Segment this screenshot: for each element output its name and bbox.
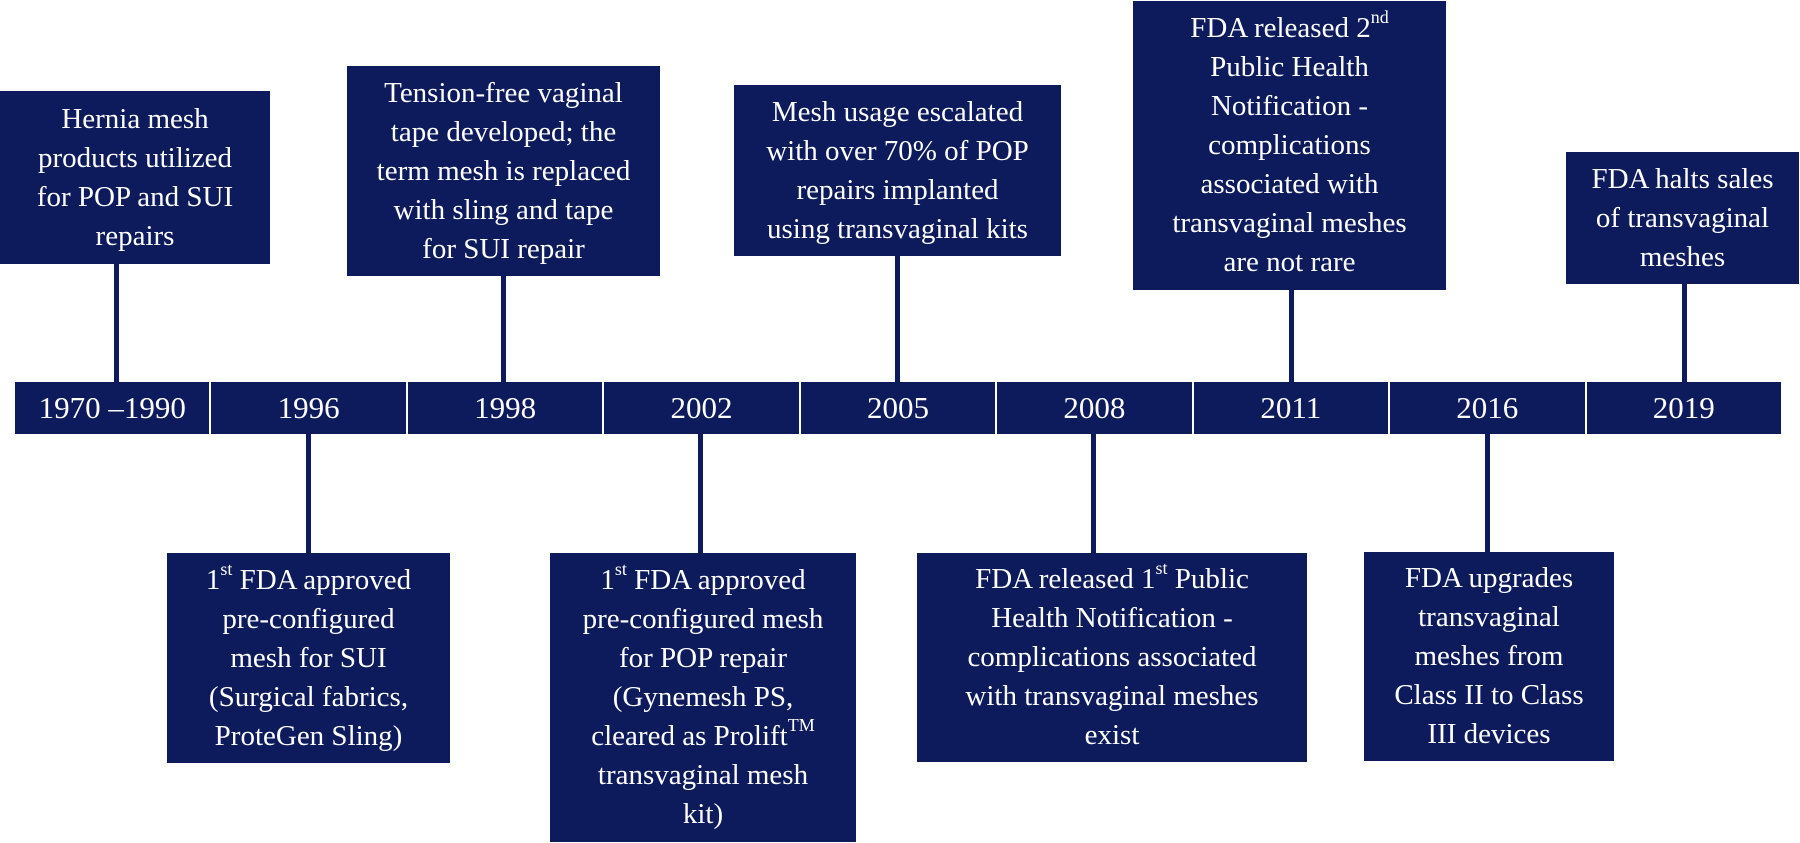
event-1970-line-1: Hernia mesh [61,102,209,135]
event-1998-line-4: with sling and tape [393,193,614,226]
event-2008-line-1: FDA released 1st Public [975,558,1249,595]
year-2011: 2011 [1194,382,1391,434]
event-1996-line-1: 1st FDA approved [205,558,412,596]
connector-1998 [501,276,506,382]
event-1996: 1st FDA approved pre-configured mesh for… [167,553,450,763]
connector-2008 [1091,434,1096,553]
event-2011-line-3: Notification - [1210,90,1369,122]
connector-2019 [1682,284,1687,382]
event-1998-line-1: Tension-free vaginal [384,76,623,109]
event-2011-line-7: are not rare [1223,246,1356,278]
event-2002-line-5: cleared as ProliftTM [591,715,815,752]
event-1996-line-4: (Surgical fabrics, [208,680,409,713]
event-1998-line-5: for SUI repair [422,232,585,265]
event-2002-line-1: 1st FDA approved [600,559,806,596]
event-2005-line-1: Mesh usage escalated [771,95,1024,128]
event-2005-line-4: using transvaginal kits [767,212,1028,245]
event-2005: Mesh usage escalated with over 70% of PO… [734,85,1061,256]
year-1998: 1998 [408,382,605,434]
event-2011-line-1: FDA released 2nd [1190,7,1389,44]
connector-2005 [895,256,900,382]
connector-2011 [1289,290,1294,382]
event-2005-line-3: repairs implanted [796,173,999,206]
event-2008: FDA released 1st Public Health Notificat… [917,553,1307,762]
event-2008-line-5: exist [1084,719,1140,751]
connector-2016 [1485,434,1490,552]
event-1970-1990: Hernia mesh products utilized for POP an… [0,91,270,264]
event-2011-line-5: associated with [1200,168,1379,200]
event-2002-line-3: for POP repair [618,642,788,674]
event-2019-line-1: FDA halts sales [1591,162,1774,195]
event-2005-line-2: with over 70% of POP [766,134,1029,167]
connector-1970 [114,264,119,382]
year-2002: 2002 [604,382,801,434]
event-2002: 1st FDA approved pre-configured mesh for… [550,553,856,842]
year-1996: 1996 [211,382,408,434]
event-2008-line-3: complications associated [967,641,1257,673]
event-1970-line-2: products utilized [37,141,233,174]
event-2016-line-5: III devices [1427,718,1551,750]
year-2016: 2016 [1390,382,1587,434]
event-1996-line-2: pre-configured [222,602,395,635]
event-2016-line-4: Class II to Class [1394,679,1584,711]
event-2008-line-2: Health Notification - [991,602,1233,634]
event-2019-line-2: of transvaginal [1595,201,1770,234]
event-2019-line-3: meshes [1639,240,1726,273]
year-1970-1990: 1970 –1990 [15,382,212,434]
year-2019: 2019 [1652,390,1715,425]
event-2016-line-1: FDA upgrades [1404,562,1574,594]
year-2005: 2005 [801,382,998,434]
event-2016: FDA upgrades transvaginal meshes from Cl… [1364,552,1614,761]
event-1998: Tension-free vaginal tape developed; the… [347,66,660,276]
event-2002-line-2: pre-configured mesh [582,603,824,635]
event-2019: FDA halts sales of transvaginal meshes [1566,152,1799,284]
event-2016-line-3: meshes from [1414,640,1564,672]
event-1970-line-4: repairs [95,219,175,252]
event-2008-line-4: with transvaginal meshes [965,680,1259,712]
event-1996-line-3: mesh for SUI [230,641,387,674]
year-2008: 2008 [997,382,1194,434]
event-2011: FDA released 2nd Public Health Notificat… [1133,1,1446,290]
event-1970-line-3: for POP and SUI [36,180,234,213]
connector-1996 [306,434,311,553]
event-2011-line-2: Public Health [1210,51,1369,83]
timeline-bar: 1970 –1990 1996 1998 2002 2005 2008 2011… [15,382,1781,434]
event-2011-line-6: transvaginal meshes [1172,207,1407,239]
event-1998-line-3: term mesh is replaced [376,154,631,187]
event-2011-line-4: complications [1208,129,1371,161]
event-2002-line-6: transvaginal mesh [597,759,809,791]
event-2002-line-4: (Gynemesh PS, [612,681,794,713]
event-2016-line-2: transvaginal [1418,601,1560,633]
connector-2002 [698,434,703,553]
event-2002-line-7: kit) [682,798,724,830]
event-1996-line-5: ProteGen Sling) [214,719,403,752]
event-1998-line-2: tape developed; the [390,115,617,148]
